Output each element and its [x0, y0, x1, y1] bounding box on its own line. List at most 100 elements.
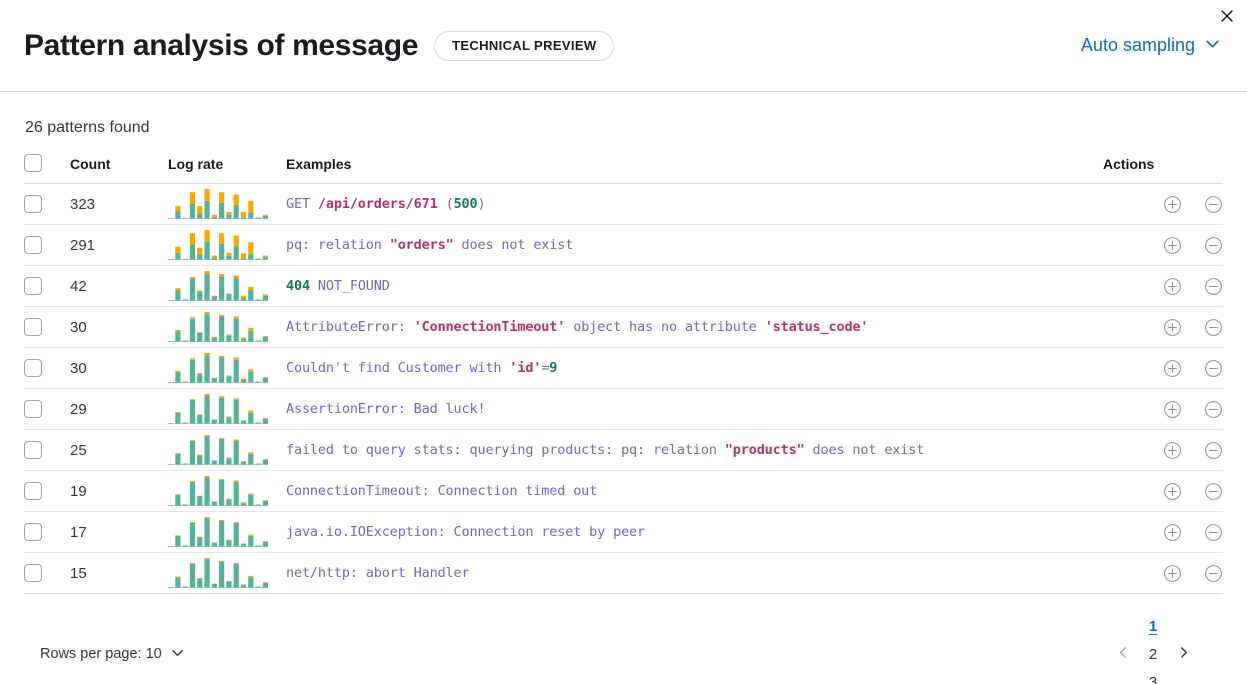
circle-minus-icon — [1204, 441, 1223, 463]
row-log-rate-sparkline — [168, 511, 286, 554]
row-checkbox[interactable] — [24, 564, 42, 583]
circle-plus-icon — [1163, 482, 1182, 504]
exclude-pattern-button[interactable] — [1204, 482, 1223, 501]
table-row[interactable]: 42 404 NOT_FOUND — [24, 265, 1223, 308]
row-actions-cell — [1103, 183, 1223, 226]
exclude-pattern-button[interactable] — [1204, 564, 1223, 583]
patterns-found-count: 26 patterns found — [25, 119, 150, 136]
row-log-rate-sparkline — [168, 183, 286, 226]
row-checkbox[interactable] — [24, 318, 42, 337]
close-icon — [1219, 8, 1235, 27]
row-example-cell: java.io.IOException: Connection reset by… — [286, 511, 1103, 554]
th-examples[interactable]: Examples — [286, 154, 1103, 185]
include-pattern-button[interactable] — [1163, 441, 1182, 460]
exclude-pattern-button[interactable] — [1204, 236, 1223, 255]
rows-per-page-dropdown[interactable]: Rows per page: 10 — [36, 641, 189, 668]
row-checkbox[interactable] — [24, 277, 42, 296]
row-select-cell — [24, 306, 70, 349]
table-row[interactable]: 19 ConnectionTimeout: Connection timed ou… — [24, 470, 1223, 513]
include-pattern-button[interactable] — [1163, 195, 1182, 214]
circle-plus-icon — [1163, 318, 1182, 340]
pagination-next-button[interactable] — [1169, 640, 1197, 668]
include-pattern-button[interactable] — [1163, 359, 1182, 378]
circle-minus-icon — [1204, 564, 1223, 586]
row-example-text: failed to query stats: querying products… — [286, 442, 925, 459]
exclude-pattern-button[interactable] — [1204, 400, 1223, 419]
pagination-page-3[interactable]: 3 — [1139, 668, 1167, 684]
pagination-page-1[interactable]: 1 — [1139, 612, 1167, 640]
row-example-text: Couldn't find Customer with 'id'=9 — [286, 360, 558, 377]
circle-minus-icon — [1204, 236, 1223, 258]
row-select-cell — [24, 265, 70, 308]
auto-sampling-dropdown[interactable]: Auto sampling — [1079, 31, 1223, 61]
row-checkbox[interactable] — [24, 195, 42, 214]
pagination-page-2[interactable]: 2 — [1139, 640, 1167, 668]
row-example-cell: ConnectionTimeout: Connection timed out — [286, 470, 1103, 513]
select-all-checkbox[interactable] — [24, 154, 42, 173]
include-pattern-button[interactable] — [1163, 277, 1182, 296]
row-log-rate-sparkline — [168, 388, 286, 431]
row-checkbox[interactable] — [24, 441, 42, 460]
row-checkbox[interactable] — [24, 359, 42, 378]
row-count: 30 — [70, 347, 168, 390]
exclude-pattern-button[interactable] — [1204, 195, 1223, 214]
header-right-group: Auto sampling — [1079, 31, 1223, 61]
close-button[interactable] — [1213, 3, 1241, 31]
row-example-text: java.io.IOException: Connection reset by… — [286, 524, 645, 541]
circle-plus-icon — [1163, 195, 1182, 217]
include-pattern-button[interactable] — [1163, 318, 1182, 337]
row-example-text: 404 NOT_FOUND — [286, 278, 390, 295]
row-checkbox[interactable] — [24, 523, 42, 542]
row-select-cell — [24, 347, 70, 390]
row-log-rate-sparkline — [168, 429, 286, 472]
exclude-pattern-button[interactable] — [1204, 359, 1223, 378]
include-pattern-button[interactable] — [1163, 523, 1182, 542]
table-row[interactable]: 15 net/http: abort Handler — [24, 552, 1223, 595]
row-checkbox[interactable] — [24, 400, 42, 419]
dialog-header: Pattern analysis of message TECHNICAL PR… — [0, 0, 1247, 92]
chevron-right-icon — [1176, 645, 1191, 664]
exclude-pattern-button[interactable] — [1204, 441, 1223, 460]
row-example-text: net/http: abort Handler — [286, 565, 470, 582]
row-example-text: ConnectionTimeout: Connection timed out — [286, 483, 598, 500]
th-log-rate[interactable]: Log rate — [168, 154, 286, 185]
th-count[interactable]: Count — [70, 154, 168, 185]
table-header-row: Count Log rate Examples Actions — [24, 154, 1223, 185]
row-actions-cell — [1103, 306, 1223, 349]
row-example-text: pq: relation "orders" does not exist — [286, 237, 574, 254]
pagination-prev-button[interactable] — [1109, 640, 1137, 668]
row-example-cell: Couldn't find Customer with 'id'=9 — [286, 347, 1103, 390]
include-pattern-button[interactable] — [1163, 482, 1182, 501]
exclude-pattern-button[interactable] — [1204, 277, 1223, 296]
circle-minus-icon — [1204, 195, 1223, 217]
circle-minus-icon — [1204, 482, 1223, 504]
exclude-pattern-button[interactable] — [1204, 318, 1223, 337]
include-pattern-button[interactable] — [1163, 400, 1182, 419]
table-row[interactable]: 30 Couldn't find Customer with 'id'=9 — [24, 347, 1223, 390]
header-left-group: Pattern analysis of message TECHNICAL PR… — [24, 29, 615, 62]
row-count: 42 — [70, 265, 168, 308]
th-select-all — [24, 154, 70, 185]
row-example-text: GET /api/orders/671 (500) — [286, 196, 486, 213]
row-example-text: AttributeError: 'ConnectionTimeout' obje… — [286, 319, 869, 336]
row-count: 15 — [70, 552, 168, 595]
circle-plus-icon — [1163, 441, 1182, 463]
include-pattern-button[interactable] — [1163, 564, 1182, 583]
row-actions-cell — [1103, 470, 1223, 513]
row-example-cell: AttributeError: 'ConnectionTimeout' obje… — [286, 306, 1103, 349]
row-select-cell — [24, 552, 70, 595]
row-checkbox[interactable] — [24, 236, 42, 255]
exclude-pattern-button[interactable] — [1204, 523, 1223, 542]
row-count: 19 — [70, 470, 168, 513]
include-pattern-button[interactable] — [1163, 236, 1182, 255]
row-checkbox[interactable] — [24, 482, 42, 501]
table-row[interactable]: 291 pq: relation "orders" does not exist — [24, 224, 1223, 267]
row-count: 291 — [70, 224, 168, 267]
